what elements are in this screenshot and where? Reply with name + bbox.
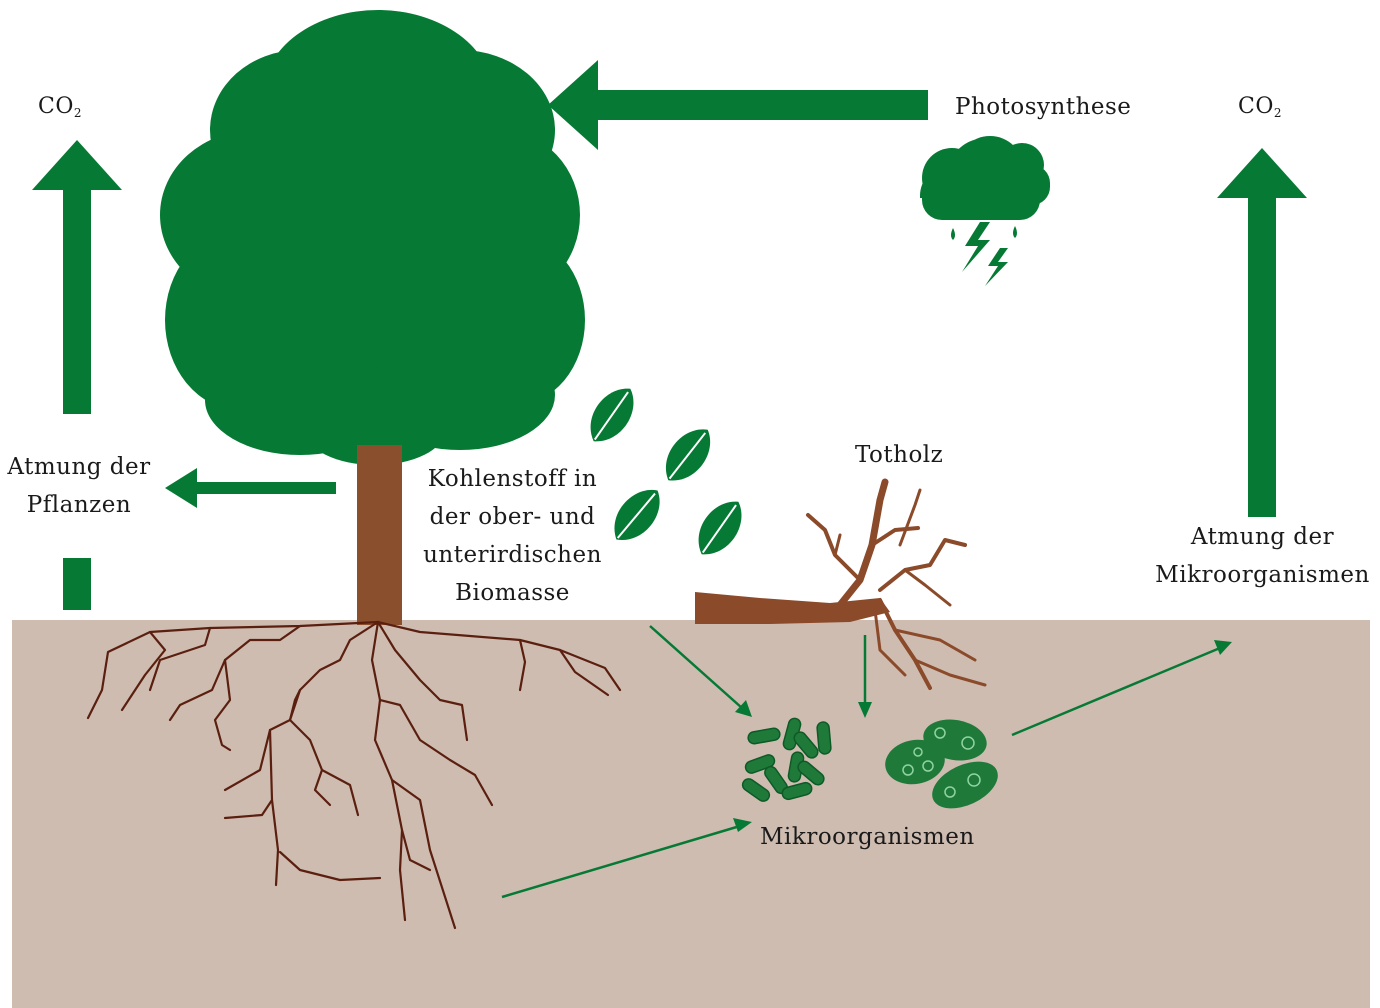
microbe-respiration-line1: Atmung der <box>1150 518 1375 556</box>
co2-text: CO <box>38 94 74 119</box>
co2-subscript: 2 <box>74 106 82 120</box>
microbe-respiration-line2: Mikroorganismen <box>1150 556 1375 594</box>
co2-uptake-arrow <box>548 60 928 150</box>
plant-respiration-arrow-stub <box>63 558 91 610</box>
plant-respiration-line2: Pflanzen <box>4 486 154 524</box>
leaf-icon <box>580 379 645 451</box>
photosynthesis-label: Photosynthese <box>955 88 1131 126</box>
microbe-respiration-arrow-up <box>1217 148 1307 517</box>
storm-cloud-icon <box>922 136 1050 286</box>
carbon-biomass-line4: Biomasse <box>420 574 605 612</box>
carbon-biomass-line3: unterirdischen <box>420 536 605 574</box>
plant-respiration-label: Atmung der Pflanzen <box>4 448 154 524</box>
deadwood-label: Totholz <box>855 436 943 474</box>
leaf-icon <box>655 419 722 491</box>
microbe-respiration-label: Atmung der Mikroorganismen <box>1150 518 1375 594</box>
plant-respiration-line1: Atmung der <box>4 448 154 486</box>
co2-label-right: CO2 <box>1238 88 1282 132</box>
falling-leaves <box>580 379 753 564</box>
carbon-biomass-label: Kohlenstoff in der ober- und unterirdisc… <box>420 460 605 612</box>
soil <box>12 620 1370 1008</box>
co2-label-left: CO2 <box>38 88 82 132</box>
leaf-icon <box>603 479 671 550</box>
plant-respiration-arrow-up <box>32 140 122 414</box>
tree-trunk <box>357 445 402 625</box>
carbon-biomass-line1: Kohlenstoff in <box>420 460 605 498</box>
carbon-biomass-line2: der ober- und <box>420 498 605 536</box>
tree-crown <box>160 10 585 465</box>
co2-text: CO <box>1238 94 1274 119</box>
co2-subscript: 2 <box>1274 106 1282 120</box>
plant-respiration-arrow-left <box>165 468 336 508</box>
leaf-icon <box>688 492 753 564</box>
microorganisms-label: Mikroorganismen <box>760 818 975 856</box>
